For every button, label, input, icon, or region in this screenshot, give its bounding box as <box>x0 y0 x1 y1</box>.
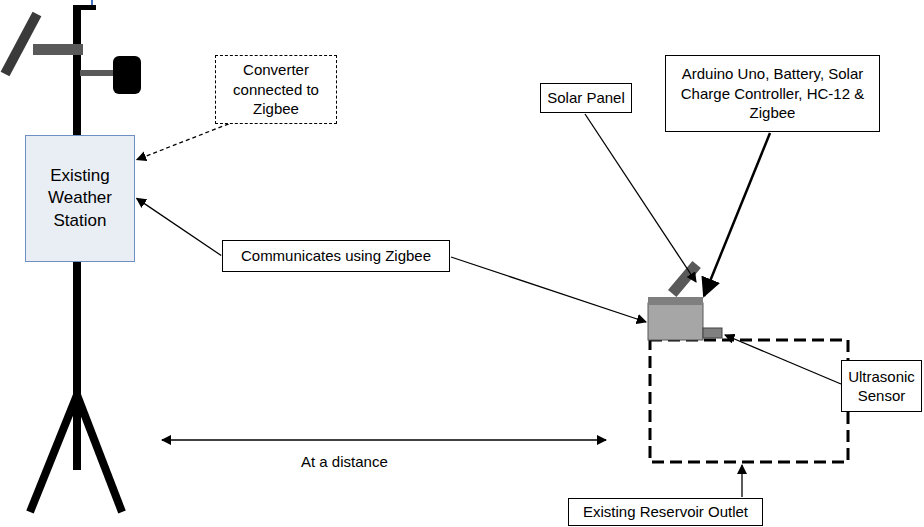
callout-box: Arduino Uno, Battery, Solar Charge Contr… <box>665 55 880 132</box>
connector-arrow <box>137 124 229 160</box>
leader-line <box>741 465 742 497</box>
tripod <box>30 395 122 512</box>
box-text: Solar Panel <box>547 88 625 108</box>
callout-box: Solar Panel <box>540 83 632 113</box>
leader-line <box>585 114 696 282</box>
box-text: Ultrasonic Sensor <box>845 367 918 406</box>
callout-box: Converter connected to Zigbee <box>215 55 337 124</box>
box-text: Existing Reservoir Outlet <box>583 502 748 522</box>
callout-box: Existing Reservoir Outlet <box>568 498 763 526</box>
monitoring-device <box>648 261 703 340</box>
callout-box: Ultrasonic Sensor <box>841 360 922 412</box>
weather-station-box: Existing Weather Station <box>25 135 135 262</box>
distance-label: At a distance <box>298 453 391 470</box>
box-text: Communicates using Zigbee <box>241 246 431 266</box>
leader-line <box>704 133 770 296</box>
weather-sensor <box>113 56 141 94</box>
leader-line <box>451 257 646 322</box>
box-text: Converter connected to Zigbee <box>222 60 330 119</box>
box-text: Arduino Uno, Battery, Solar Charge Contr… <box>672 64 873 123</box>
sensor-arm <box>80 70 116 76</box>
solar-panel <box>1 12 83 77</box>
leader-line <box>725 335 841 384</box>
callout-box: Communicates using Zigbee <box>222 240 450 272</box>
ultrasonic-sensor <box>703 328 722 338</box>
distance-arrow <box>162 439 606 440</box>
mast-cap <box>80 5 96 10</box>
connector-arrow <box>137 198 222 255</box>
box-text: Existing Weather Station <box>32 165 128 231</box>
reservoir-outline <box>650 340 848 462</box>
